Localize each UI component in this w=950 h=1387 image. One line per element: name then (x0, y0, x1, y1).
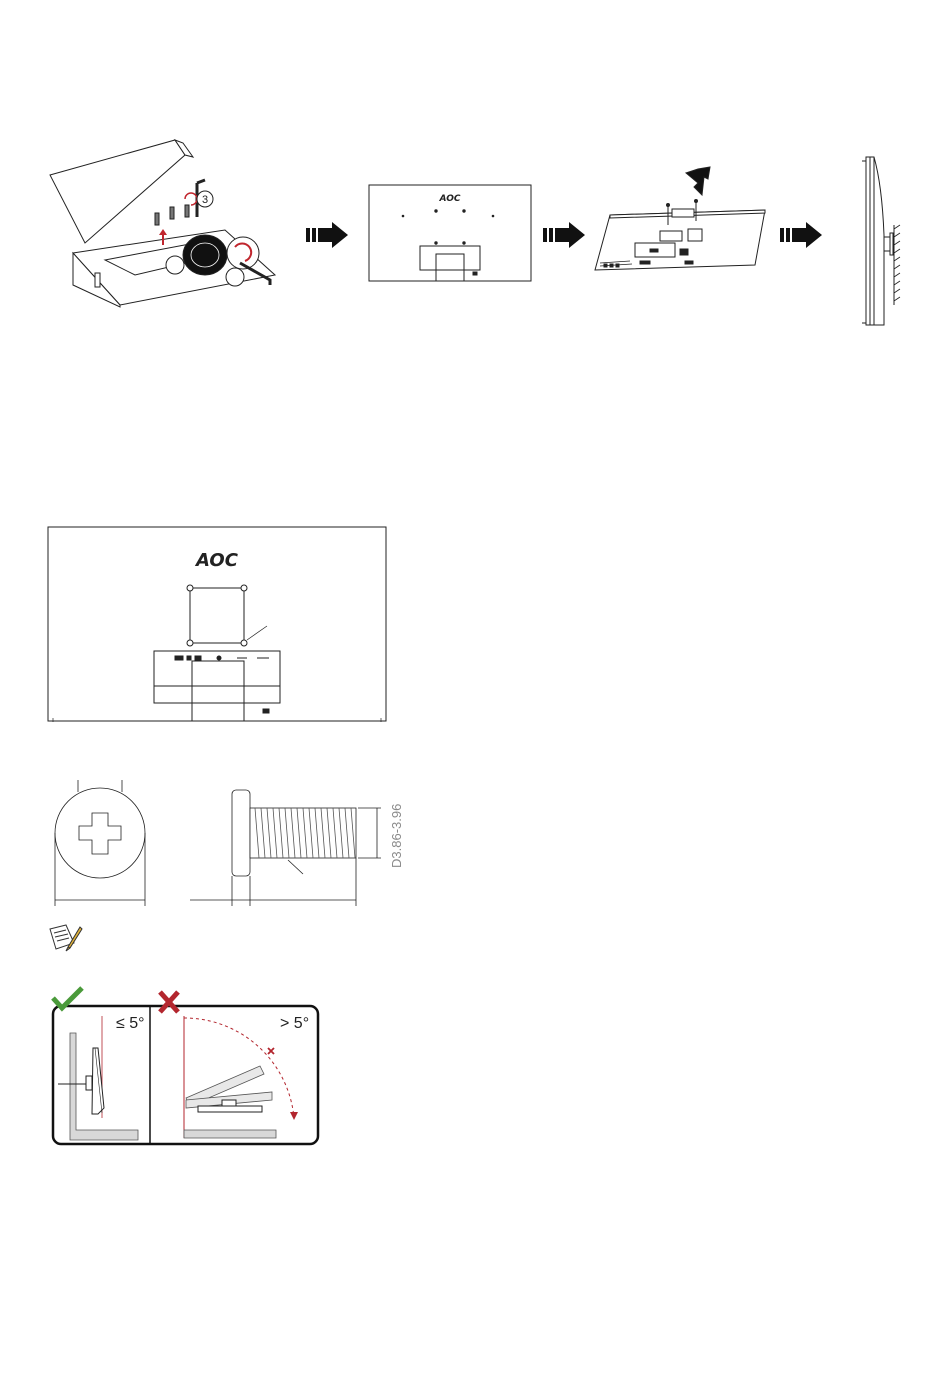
tilt-guide-panel: ≤ 5° > 5° (50, 988, 322, 1148)
callout-number: 3 (202, 194, 208, 206)
step-arrow-icon (780, 222, 822, 248)
aoc-logo-small: AOC (439, 194, 461, 204)
aoc-logo-large: AOC (194, 550, 239, 571)
monitor-back-small: AOC (368, 184, 532, 282)
step-remove-stand-illustration: 3 (45, 135, 285, 310)
screw-spec-illustration: D3.86-3.96 (45, 778, 415, 908)
step-arrow-icon (543, 222, 585, 248)
monitor-on-wall-side-view (860, 155, 910, 330)
step-arrow-icon (306, 222, 348, 248)
monitor-back-large: AOC (47, 526, 389, 724)
screw-diameter-label: D3.86-3.96 (389, 804, 404, 868)
monitor-mount-bracket-illustration (590, 165, 770, 275)
note-pencil-icon (48, 923, 84, 953)
tilt-bad-label: > 5° (280, 1015, 309, 1032)
tilt-ok-label: ≤ 5° (116, 1015, 145, 1032)
